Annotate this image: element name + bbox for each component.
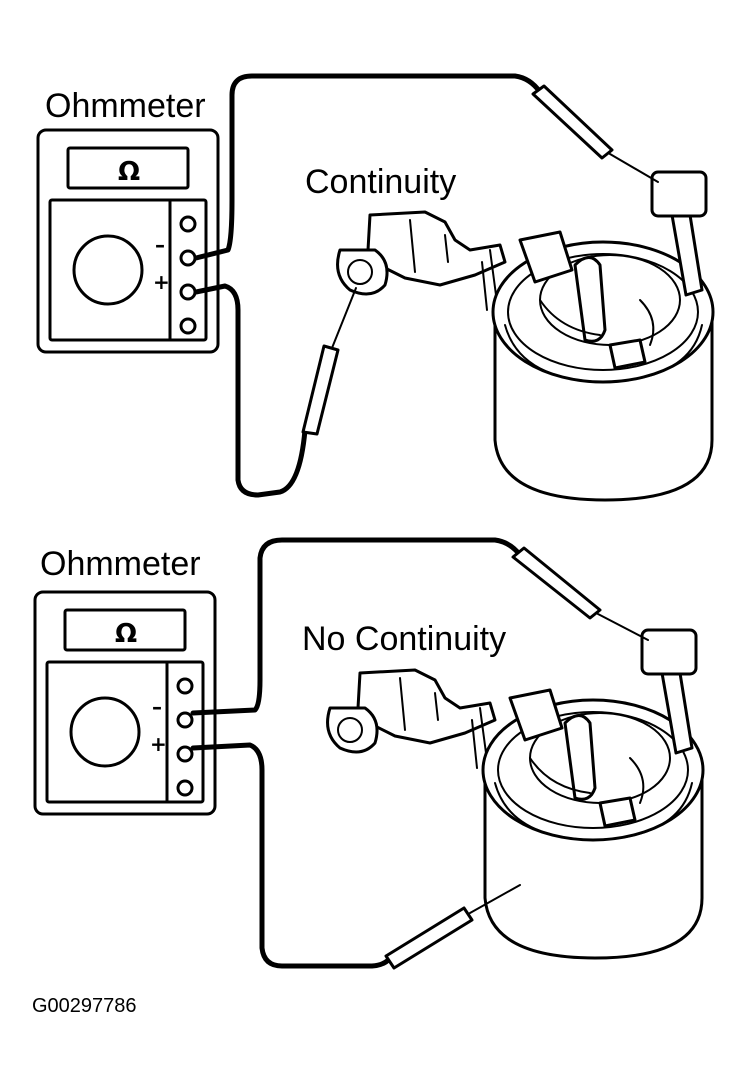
- positive-lead-wire: [190, 742, 393, 969]
- positive-lead-wire: [193, 283, 308, 498]
- ohmmeter-label: Ohmmeter: [45, 87, 206, 125]
- ohmmeter-icon: Ω – +: [33, 590, 217, 816]
- diagram-no-continuity: Ohmmeter No Continuity Ω – +: [33, 537, 705, 970]
- minus-sign: –: [155, 233, 165, 257]
- negative-lead-wire: [193, 73, 543, 261]
- test-probe-icon: [531, 84, 659, 183]
- negative-lead-wire: [190, 537, 523, 716]
- continuity-label: Continuity: [305, 163, 456, 201]
- test-probe-icon: [301, 287, 357, 436]
- rotor-brush-icon: [336, 170, 715, 502]
- figure-code: G00297786: [32, 995, 137, 1017]
- diagram-continuity: Ohmmeter Continuity Ω – +: [36, 73, 715, 502]
- test-probe-icon: [511, 546, 649, 641]
- test-probe-icon: [384, 884, 521, 970]
- ohmmeter-label: Ohmmeter: [40, 545, 201, 583]
- ohmmeter-icon: Ω – +: [36, 128, 220, 354]
- ohm-symbol: Ω: [115, 619, 137, 649]
- rotor-brush-icon: [326, 628, 705, 960]
- no-continuity-label: No Continuity: [302, 620, 506, 658]
- ohm-symbol: Ω: [118, 157, 140, 187]
- plus-sign: +: [150, 732, 167, 756]
- plus-sign: +: [153, 270, 170, 294]
- minus-sign: –: [152, 695, 162, 719]
